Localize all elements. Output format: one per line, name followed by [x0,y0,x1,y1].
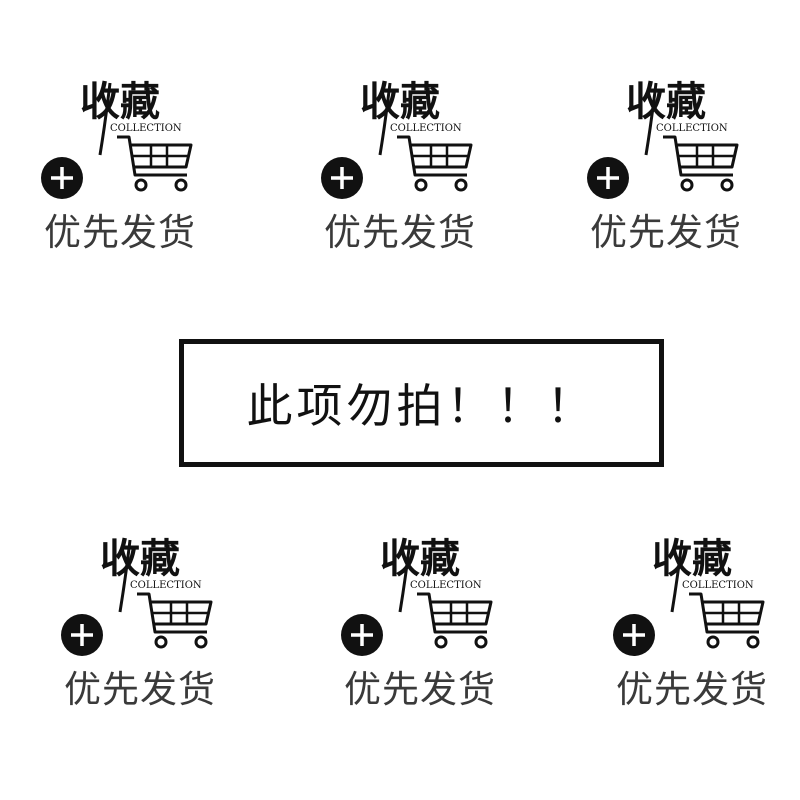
shopping-cart-icon [137,592,213,649]
svg-text:收藏: 收藏 [652,535,732,582]
shopping-cart-icon [397,135,473,192]
do-not-purchase-notice: 此项勿拍！！！ [179,339,664,467]
collection-logo: 收藏 COLLECTION [80,78,182,156]
collection-logo: 收藏 COLLECTION [100,535,202,613]
priority-shipping-label: 优先发货 [344,668,496,711]
shopping-cart-icon [417,592,493,649]
svg-text:COLLECTION: COLLECTION [682,580,754,591]
shopping-cart-icon [689,592,765,649]
priority-shipping-label: 优先发货 [324,211,476,254]
svg-text:收藏: 收藏 [626,78,706,125]
collection-logo: 收藏 COLLECTION [360,78,462,156]
favorite-badge-5: 收藏 COLLECTION 优先发货 [330,530,510,720]
collection-logo: 收藏 COLLECTION [380,535,482,613]
svg-text:收藏: 收藏 [100,535,180,582]
plus-circle-icon [341,614,383,656]
priority-shipping-label: 优先发货 [44,211,196,254]
svg-text:COLLECTION: COLLECTION [110,123,182,134]
favorite-badge-4: 收藏 COLLECTION 优先发货 [50,530,230,720]
favorite-badge-2: 收藏 COLLECTION 优先发货 [310,73,490,263]
plus-circle-icon [613,614,655,656]
notice-text: 此项勿拍！！！ [246,379,597,433]
favorite-badge-6: 收藏 COLLECTION 优先发货 [602,530,782,720]
priority-shipping-label: 优先发货 [590,211,742,254]
plus-circle-icon [61,614,103,656]
svg-text:COLLECTION: COLLECTION [410,580,482,591]
priority-shipping-label: 优先发货 [64,668,216,711]
shopping-cart-icon [117,135,193,192]
plus-circle-icon [587,157,629,199]
svg-text:收藏: 收藏 [380,535,460,582]
collection-logo: 收藏 COLLECTION [652,535,754,613]
svg-text:收藏: 收藏 [360,78,440,125]
collection-logo: 收藏 COLLECTION [626,78,728,156]
favorite-badge-3: 收藏 COLLECTION 优先发货 [576,73,756,263]
svg-text:COLLECTION: COLLECTION [390,123,462,134]
shopping-cart-icon [663,135,739,192]
plus-circle-icon [321,157,363,199]
plus-circle-icon [41,157,83,199]
favorite-badge-1: 收藏 COLLECTION 优先发货 [30,73,210,263]
svg-text:收藏: 收藏 [80,78,160,125]
svg-text:COLLECTION: COLLECTION [656,123,728,134]
svg-text:COLLECTION: COLLECTION [130,580,202,591]
priority-shipping-label: 优先发货 [616,668,768,711]
